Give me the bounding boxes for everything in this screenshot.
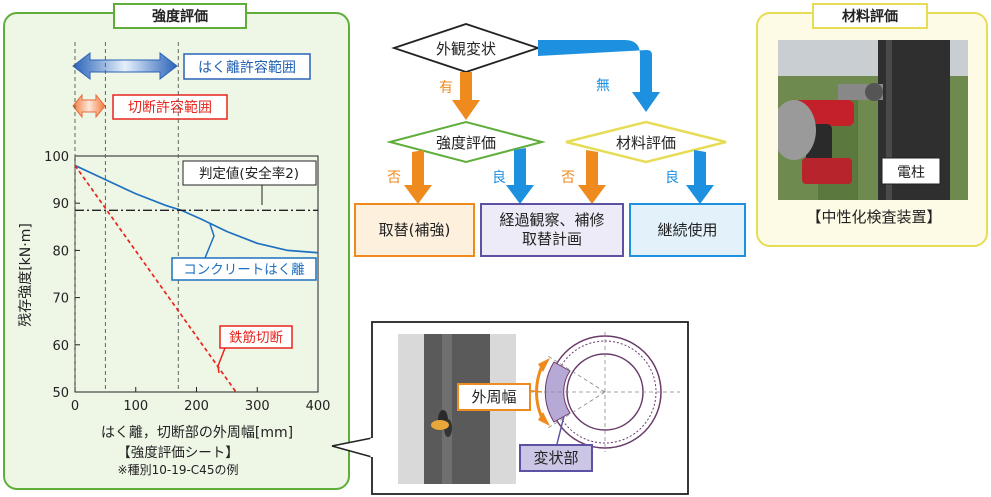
x-tick-label-0: 0 bbox=[71, 399, 79, 414]
arrow-material-bad bbox=[578, 150, 606, 204]
arrow-no bbox=[538, 40, 660, 112]
result-observe-line1: 経過観察、補修 bbox=[499, 211, 605, 230]
example-note: ※種別10-19-C45の例 bbox=[118, 463, 239, 477]
peel-range-label: はく離許容範囲 bbox=[198, 59, 296, 76]
y-tick-label-3: 80 bbox=[52, 244, 69, 259]
arrow-material-good bbox=[686, 150, 714, 204]
deformation-detail-panel: 外周幅 変状部 bbox=[331, 321, 689, 495]
x-tick-label-1: 100 bbox=[123, 399, 148, 414]
result-continue-box: 継続使用 bbox=[629, 203, 746, 257]
series-label-peel: コンクリートはく離 bbox=[183, 262, 305, 278]
material-eval-diamond bbox=[565, 120, 727, 164]
result-replace-box: 取替(補強) bbox=[354, 203, 475, 257]
label-strength-good: 良 bbox=[492, 170, 506, 186]
y-tick-label-0: 50 bbox=[52, 386, 69, 401]
neutralization-device-photo: 電柱 bbox=[778, 40, 968, 200]
evaluation-flowchart: 外観変状 無 有 強度評価 材料評価 否 良 否 良 bbox=[386, 23, 727, 204]
peel-range-arrow bbox=[72, 51, 178, 81]
cut-range-arrow bbox=[72, 93, 106, 119]
material-eval-label: 材料評価 bbox=[616, 134, 676, 152]
pole-label: 電柱 bbox=[897, 165, 925, 181]
result-observe-line2: 取替計画 bbox=[521, 230, 582, 248]
x-tick-label-2: 200 bbox=[184, 399, 209, 414]
appearance-change-label: 外観変状 bbox=[436, 40, 496, 58]
y-tick-label-4: 90 bbox=[52, 197, 69, 212]
residual-strength-chart: はく離許容範囲 切断許容範囲 0 100 200 300 400 50 60 70 80 90 10… bbox=[18, 42, 331, 477]
threshold-label: 判定値(安全率2) bbox=[199, 165, 299, 182]
strength-panel-title: 強度評価 bbox=[113, 3, 247, 29]
x-tick-label-3: 300 bbox=[245, 399, 270, 414]
label-no: 無 bbox=[596, 78, 610, 94]
strength-eval-label: 強度評価 bbox=[436, 134, 496, 152]
label-material-good: 良 bbox=[665, 170, 679, 186]
result-continue-label: 継続使用 bbox=[657, 220, 718, 239]
label-material-bad: 否 bbox=[561, 170, 575, 186]
arrow-yes bbox=[452, 72, 480, 120]
y-tick-label-2: 70 bbox=[52, 292, 69, 307]
cut-range-label: 切断許容範囲 bbox=[128, 99, 212, 116]
result-replace-label: 取替(補強) bbox=[378, 220, 451, 239]
y-axis-label: 残存強度[kN·m] bbox=[18, 223, 34, 327]
arrow-strength-good bbox=[506, 148, 534, 204]
series-line-0 bbox=[74, 164, 319, 254]
deformation-part-label: 変状部 bbox=[533, 449, 578, 467]
x-axis-label: はく離，切断部の外周幅[mm] bbox=[101, 424, 293, 441]
strength-sheet-caption: 【強度評価シート】 bbox=[117, 445, 239, 461]
arrow-strength-bad bbox=[404, 150, 432, 204]
label-strength-bad: 否 bbox=[387, 170, 401, 186]
material-panel-title: 材料評価 bbox=[812, 3, 928, 29]
y-tick-label-1: 60 bbox=[52, 339, 69, 354]
label-yes: 有 bbox=[439, 80, 453, 96]
circumference-width-label: 外周幅 bbox=[471, 388, 516, 406]
series-label-cut: 鉄筋切断 bbox=[229, 329, 283, 346]
result-observe-box: 経過観察、補修 取替計画 bbox=[480, 203, 624, 257]
series-line-1 bbox=[74, 164, 237, 393]
device-caption: 【中性化検査装置】 bbox=[806, 207, 942, 226]
strength-eval-diamond bbox=[386, 120, 546, 164]
y-tick-label-5: 100 bbox=[44, 150, 69, 165]
x-tick-label-4: 400 bbox=[306, 399, 331, 414]
